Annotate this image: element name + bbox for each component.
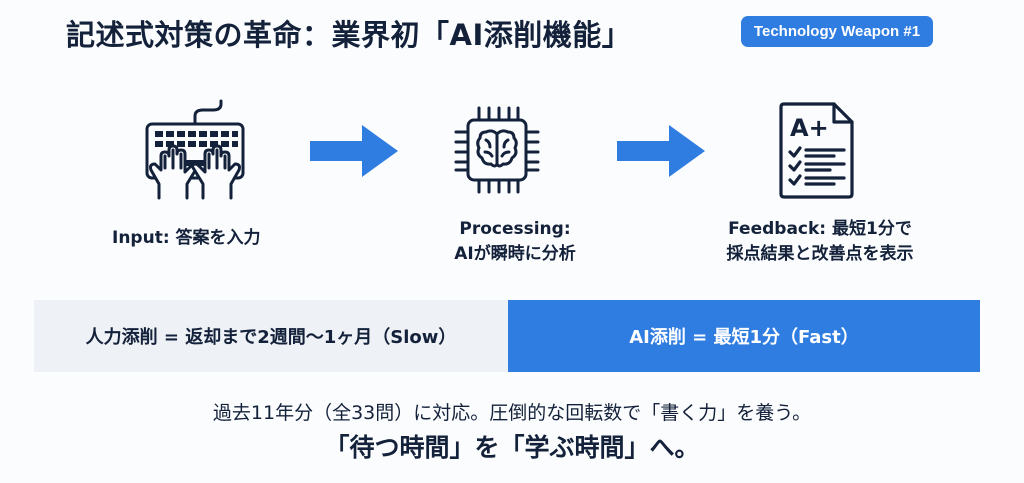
page-title: 記述式対策の革命：業界初「AI添削機能」 [66, 18, 632, 52]
keyboard-typing-icon [143, 98, 247, 202]
step-processing-line2: AIが瞬時に分析 [454, 244, 576, 264]
arrow-right-icon [617, 125, 705, 181]
step-input-label: Input: 答案を入力 [112, 226, 261, 251]
comparison-slow-text: 人力添削 = 返却まで2週間〜1ヶ月（Slow） [85, 327, 457, 348]
arrow-right-icon [310, 125, 398, 181]
step-processing-line1: Processing: [459, 219, 571, 239]
comparison-fast: AI添削 = 最短1分（Fast） [508, 300, 980, 372]
step-feedback-label: Feedback: 最短1分で 採点結果と改善点を表示 [700, 217, 940, 267]
step-processing-label: Processing: AIが瞬時に分析 [410, 217, 620, 267]
step-input-line1: Input: 答案を入力 [112, 228, 261, 248]
ai-brain-chip-icon [452, 98, 542, 202]
step-feedback-line2: 採点結果と改善点を表示 [726, 244, 914, 264]
tagline-text: 「待つ時間」を「学ぶ時間」へ。 [324, 433, 700, 462]
summary-text: 過去11年分（全33問）に対応。圧倒的な回転数で「書く力」を養う。 [212, 402, 812, 424]
technology-badge: Technology Weapon #1 [741, 16, 933, 47]
graded-document-icon: A+ [778, 100, 858, 200]
comparison-slow: 人力添削 = 返却まで2週間〜1ヶ月（Slow） [34, 300, 508, 372]
step-feedback-line1: Feedback: 最短1分で [728, 219, 912, 239]
comparison-fast-text: AI添削 = 最短1分（Fast） [629, 327, 859, 348]
grade-text: A+ [790, 114, 829, 142]
